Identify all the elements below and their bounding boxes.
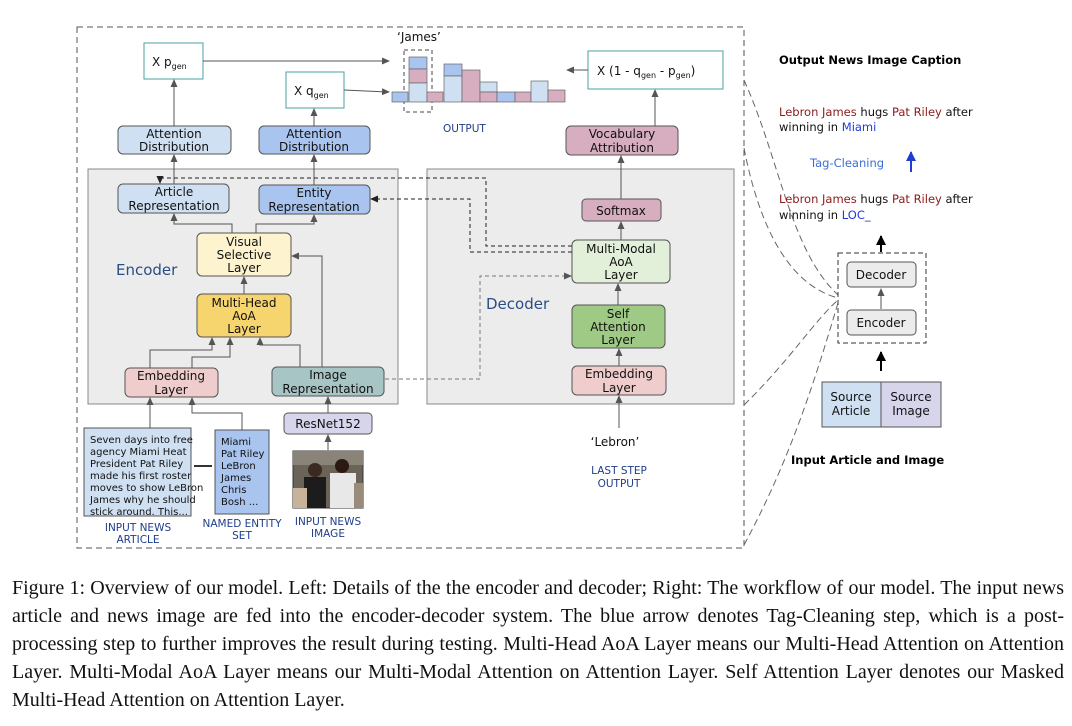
svg-text:Pat Riley: Pat Riley — [221, 449, 264, 460]
top-label: ‘James’ — [397, 30, 441, 44]
input-news-image — [292, 450, 364, 509]
decoder-panel — [426, 168, 735, 405]
source-image-line1: Source — [890, 390, 931, 404]
self-attention-line3: Layer — [601, 333, 635, 347]
source-image-line2: Image — [892, 404, 930, 418]
svg-text:James: James — [220, 473, 251, 484]
lebron-label: ‘Lebron’ — [591, 435, 640, 449]
source-article-line2: Article — [832, 404, 871, 418]
workflow-decoder-box — [846, 261, 917, 288]
svg-text:made his first roster: made his first roster — [90, 471, 192, 482]
svg-text:Chris: Chris — [221, 485, 246, 496]
embedding-layer-encoder — [124, 367, 219, 398]
model-diagram: Encoder Decoder X pgen X qgen X (1 - qge… — [76, 26, 973, 549]
input-article-label-line1: INPUT NEWS — [105, 522, 172, 534]
self-attention-line1: Self — [607, 307, 630, 321]
output-caption-title: Output News Image Caption — [779, 53, 961, 67]
raw-caption-line1: Lebron James hugs Pat Riley after — [779, 192, 973, 206]
svg-text:President Pat Riley: President Pat Riley — [90, 459, 183, 470]
svg-text:James why he should: James why he should — [89, 495, 196, 506]
workflow-encoder-label: Encoder — [856, 316, 905, 330]
workflow-decoder-label: Decoder — [856, 268, 907, 282]
article-representation-line2: Representation — [128, 199, 219, 213]
tag-cleaning-label: Tag-Cleaning — [809, 156, 884, 170]
encoder-label: Encoder — [116, 261, 178, 279]
multi-modal-aoa-line3: Layer — [604, 268, 638, 282]
named-entity-box — [214, 429, 270, 515]
visual-selective-line3: Layer — [227, 261, 261, 275]
output-label: OUTPUT — [443, 123, 486, 135]
output-distribution — [391, 56, 566, 103]
input-image-label-line2: IMAGE — [311, 528, 345, 540]
entity-set-label-line1: NAMED ENTITY — [203, 518, 283, 530]
resnet-label: ResNet152 — [295, 417, 360, 431]
named-entity-list: Miami Pat Riley LeBron James Chris Bosh … — [220, 437, 264, 508]
output-highlight — [403, 49, 433, 113]
svg-text:Seven days into free: Seven days into free — [90, 435, 193, 446]
input-image-label-line1: INPUT NEWS — [295, 516, 362, 528]
image-representation-line2: Representation — [282, 382, 373, 396]
multi-modal-aoa-line1: Multi-Modal — [586, 242, 656, 256]
final-caption-line1: Lebron James hugs Pat Riley after — [779, 105, 973, 119]
softmax-label: Softmax — [596, 204, 646, 218]
input-article-image-title: Input Article and Image — [791, 453, 944, 467]
embedding-encoder-line2: Layer — [154, 383, 188, 397]
input-article-box — [83, 427, 192, 517]
multi-modal-aoa-line2: AoA — [609, 255, 633, 269]
decoder-label: Decoder — [486, 295, 550, 313]
workflow-encoder-box — [846, 309, 917, 336]
multi-head-aoa-line1: Multi-Head — [211, 296, 276, 310]
source-article-line1: Source — [830, 390, 871, 404]
p-gen-text: X pgen — [152, 55, 187, 71]
entity-representation-line2: Representation — [268, 200, 359, 214]
workflow-model-frame — [837, 252, 927, 344]
article-representation-line1: Article — [155, 185, 194, 199]
input-article-label-line2: ARTICLE — [116, 534, 159, 546]
svg-text:stick around. This...: stick around. This... — [90, 507, 188, 518]
attention-distribution-article-line1: Attention — [146, 127, 201, 141]
svg-text:LeBron: LeBron — [221, 461, 256, 472]
visual-selective-line2: Selective — [217, 248, 272, 262]
input-article-text: Seven days into free agency Miami Heat P… — [89, 435, 203, 518]
model-frame — [76, 26, 745, 549]
last-step-line2: OUTPUT — [598, 478, 641, 490]
multi-head-aoa-line2: AoA — [232, 309, 256, 323]
self-attention-line2: Attention — [590, 320, 645, 334]
image-representation-line1: Image — [309, 368, 347, 382]
attention-distribution-entity-line2: Distribution — [279, 140, 349, 154]
entity-set-label-line2: SET — [232, 530, 252, 542]
source-image-box — [880, 381, 942, 428]
vocabulary-attribution-line1: Vocabulary — [589, 127, 656, 141]
entity-representation-line1: Entity — [296, 186, 331, 200]
attention-distribution-entity-line1: Attention — [286, 127, 341, 141]
svg-text:agency Miami Heat: agency Miami Heat — [90, 447, 187, 458]
vocab-weight-box — [587, 50, 724, 90]
embedding-decoder-line1: Embedding — [585, 367, 653, 381]
vocab-weight-text: X (1 - qgen - pgen) — [597, 64, 695, 80]
embedding-encoder-line1: Embedding — [137, 369, 205, 383]
vocabulary-attribution-line2: Attribution — [590, 141, 654, 155]
svg-text:Miami: Miami — [221, 437, 251, 448]
raw-caption-line2: winning in LOC_ — [779, 208, 871, 222]
q-gen-text: X qgen — [294, 84, 329, 100]
last-step-line1: LAST STEP — [591, 465, 647, 477]
figure-caption: Figure 1: Overview of our model. Left: D… — [12, 577, 1064, 711]
embedding-decoder-line2: Layer — [602, 381, 636, 395]
svg-text:moves to show LeBron: moves to show LeBron — [90, 483, 203, 494]
visual-selective-line1: Visual — [226, 235, 262, 249]
svg-text:Bosh ...: Bosh ... — [221, 497, 258, 508]
multi-head-aoa-line3: Layer — [227, 322, 261, 336]
final-caption-line2: winning in Miami — [779, 120, 876, 134]
attention-distribution-article-line2: Distribution — [139, 140, 209, 154]
